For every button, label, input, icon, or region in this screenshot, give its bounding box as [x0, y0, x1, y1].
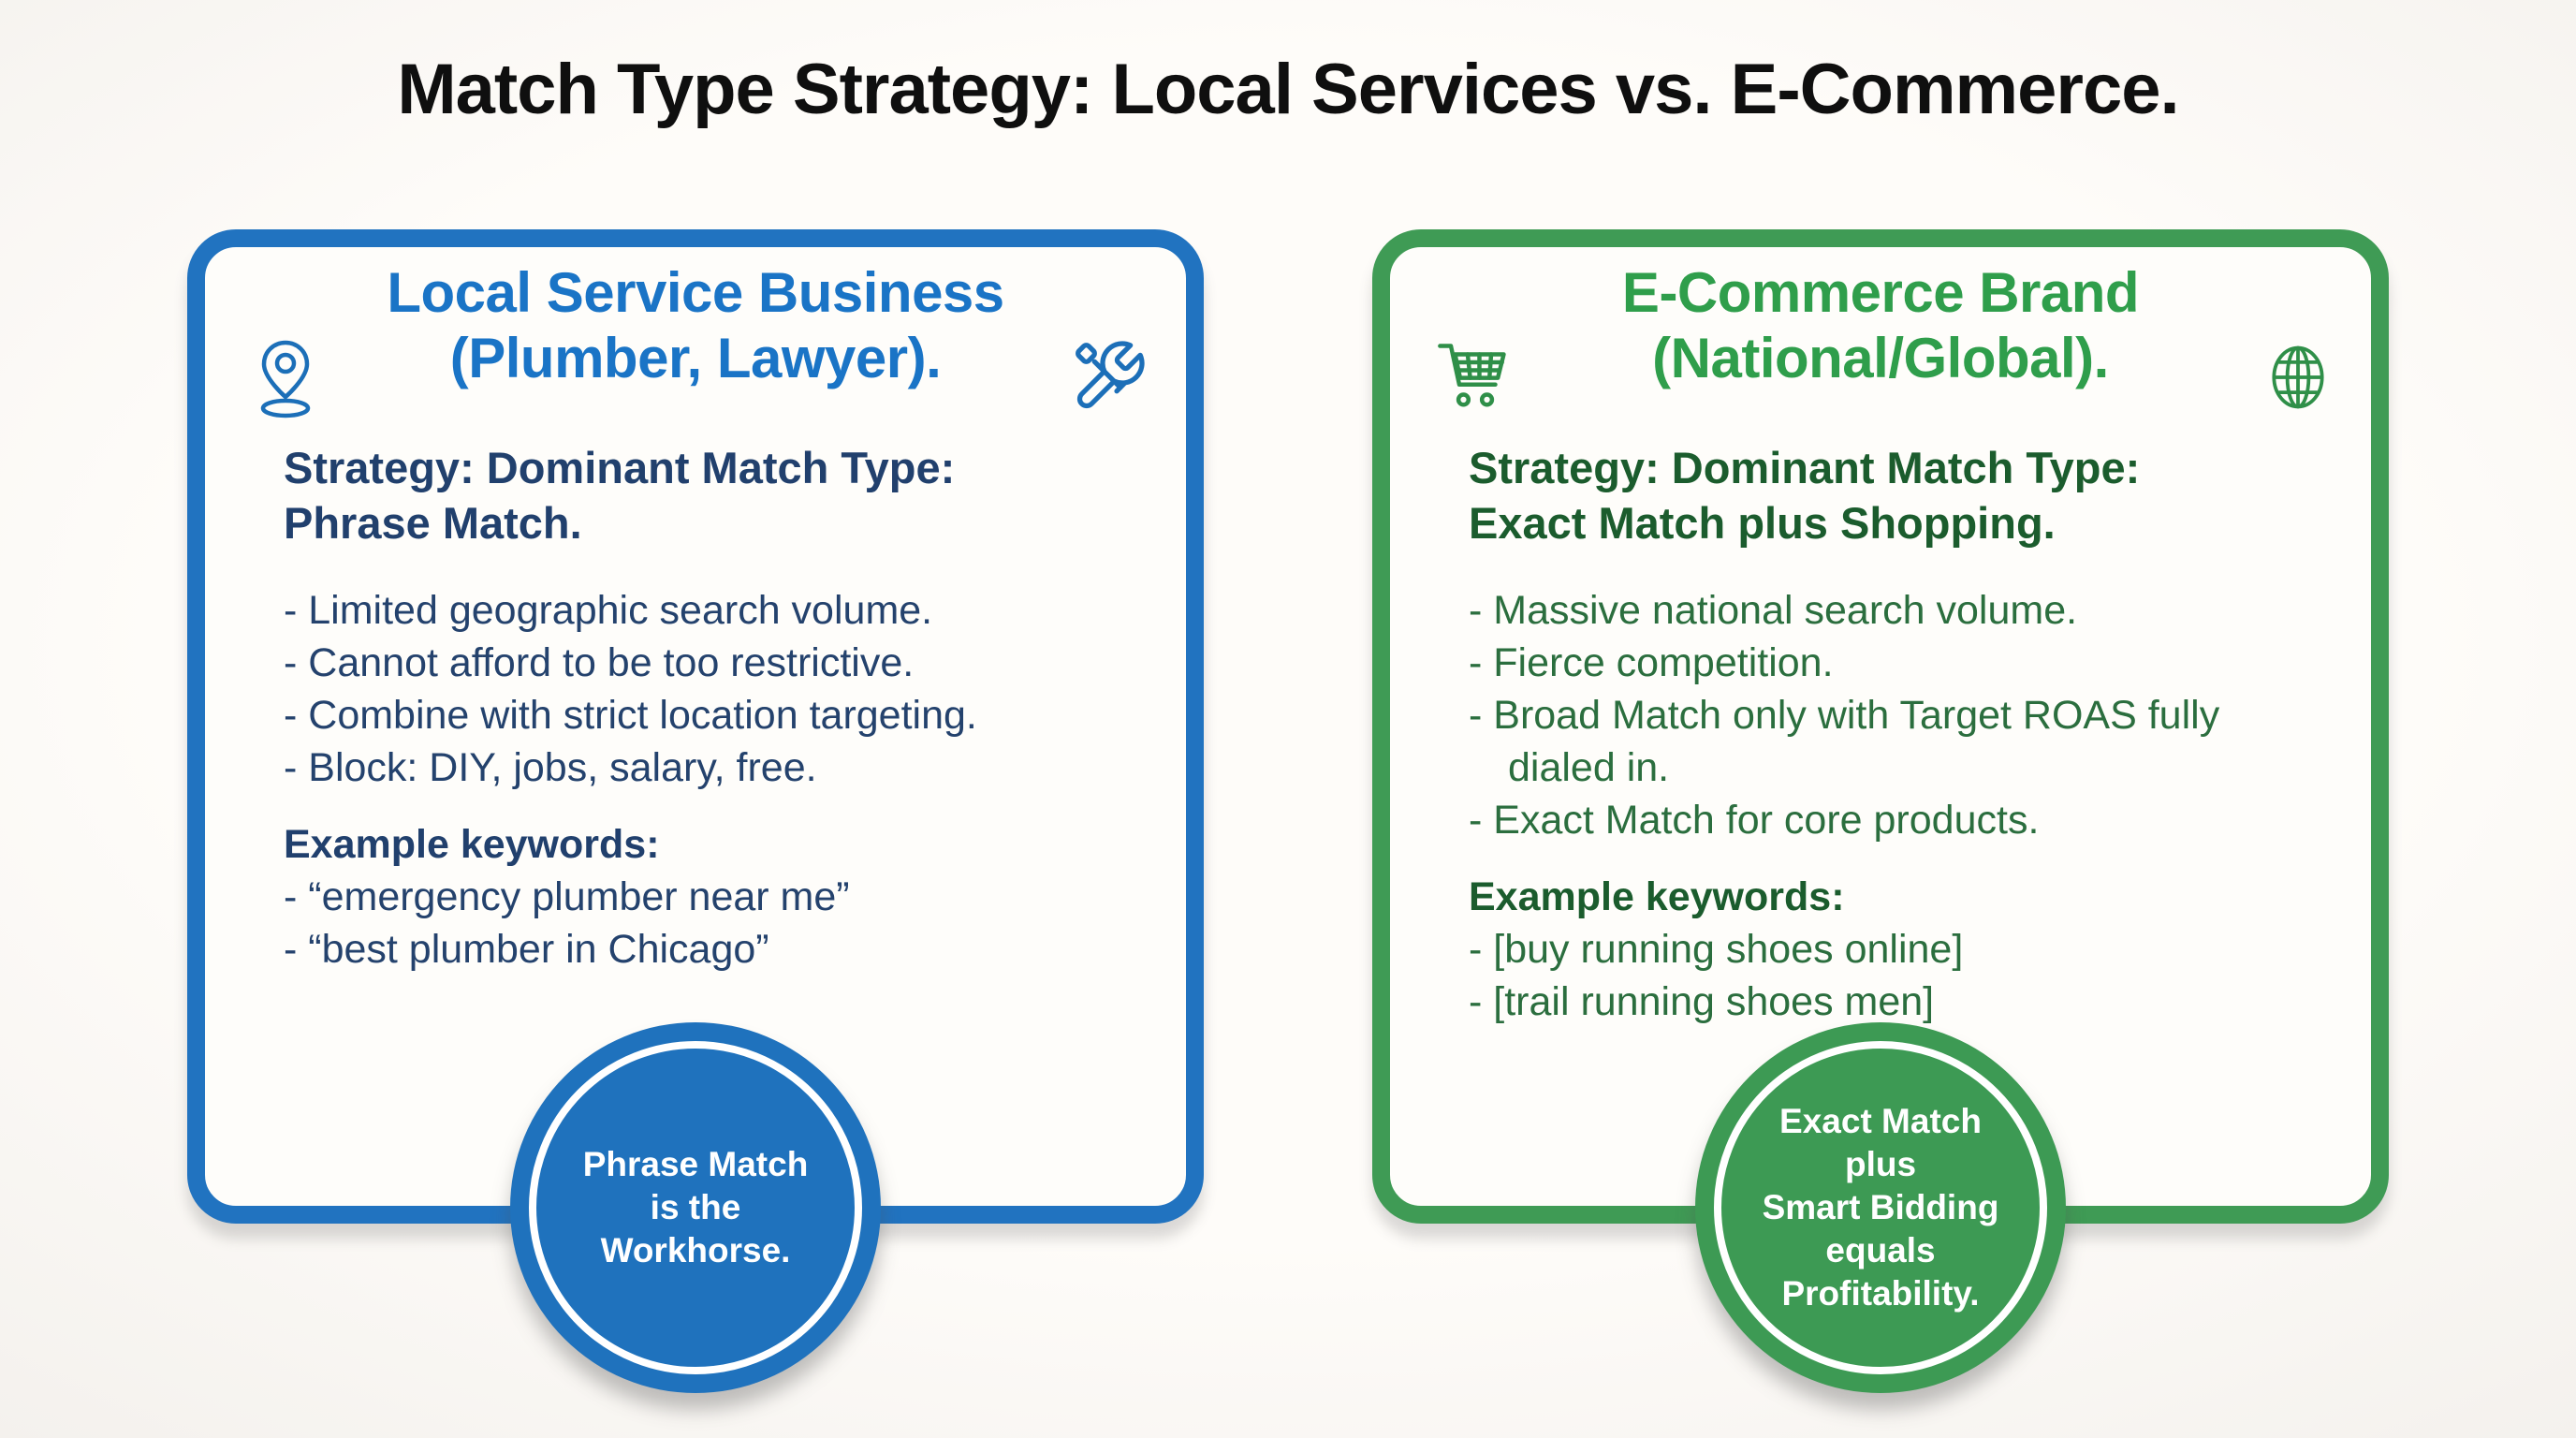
card-local-strategy-line2: Phrase Match.: [284, 498, 582, 548]
card-ecommerce-strategy-line1: Strategy: Dominant Match Type:: [1469, 443, 2141, 492]
badge-line: plus: [1844, 1145, 1917, 1183]
card-ecommerce-strategy-line2: Exact Match plus Shopping.: [1469, 498, 2056, 548]
badge-line: Smart Bidding: [1762, 1188, 1999, 1226]
location-pin-icon: [250, 337, 321, 419]
badge-phrase-match: Phrase Match is the Workhorse.: [510, 1022, 881, 1393]
card-local-title-line1: Local Service Business: [387, 261, 1004, 324]
card-ecommerce-title-line2: (National/Global).: [1652, 327, 2109, 389]
bullet-item: - Cannot afford to be too restrictive.: [284, 640, 915, 685]
bullet-item: - Broad Match only with Target ROAS full…: [1469, 693, 2220, 790]
page-title: Match Type Strategy: Local Services vs. …: [397, 50, 2179, 129]
card-local-strategy-line1: Strategy: Dominant Match Type:: [284, 443, 956, 492]
bullet-item: - Block: DIY, jobs, salary, free.: [284, 745, 817, 790]
badge-line: Workhorse.: [600, 1231, 791, 1269]
card-local-keywords: Example keywords: - “emergency plumber n…: [284, 818, 1107, 976]
card-ecommerce-keywords: Example keywords: - [buy running shoes o…: [1469, 871, 2292, 1028]
badge-phrase-match-text: Phrase Match is the Workhorse.: [583, 1143, 809, 1272]
crossed-tools-icon: [1070, 337, 1149, 416]
bullet-item: - Combine with strict location targeting…: [284, 693, 977, 738]
badge-line: Profitability.: [1781, 1274, 1980, 1313]
card-local-title-line2: (Plumber, Lawyer).: [449, 327, 942, 389]
shopping-cart-icon: [1435, 337, 1515, 412]
card-ecommerce-bullet-list: - Massive national search volume. - Fier…: [1469, 584, 2292, 846]
keyword-item: - “emergency plumber near me”: [284, 874, 850, 919]
keywords-heading: Example keywords:: [284, 822, 660, 867]
badge-exact-match-text: Exact Match plus Smart Bidding equals Pr…: [1763, 1100, 1999, 1315]
keyword-item: - [buy running shoes online]: [1469, 927, 1964, 972]
keyword-item: - [trail running shoes men]: [1469, 979, 1935, 1024]
keyword-item: - “best plumber in Chicago”: [284, 927, 769, 972]
card-local-strategy: Strategy: Dominant Match Type: Phrase Ma…: [284, 440, 1107, 550]
card-ecommerce-strategy: Strategy: Dominant Match Type: Exact Mat…: [1469, 440, 2292, 550]
keywords-heading: Example keywords:: [1469, 874, 1845, 919]
card-ecommerce-title: E-Commerce Brand (National/Global).: [1469, 260, 2292, 391]
bullet-item: - Fierce competition.: [1469, 640, 1834, 685]
badge-exact-match: Exact Match plus Smart Bidding equals Pr…: [1695, 1022, 2066, 1393]
badge-line: equals: [1825, 1231, 1936, 1269]
card-ecommerce-title-line1: E-Commerce Brand: [1621, 261, 2140, 324]
card-ecommerce-brand: E-Commerce Brand (National/Global). Stra…: [1372, 229, 2389, 1393]
bullet-item: - Limited geographic search volume.: [284, 588, 933, 633]
card-local-bullet-list: - Limited geographic search volume. - Ca…: [284, 584, 1107, 794]
badge-line: Exact Match: [1779, 1102, 1982, 1140]
globe-icon: [2262, 337, 2334, 418]
card-local-service: Local Service Business (Plumber, Lawyer)…: [187, 229, 1204, 1393]
bullet-item: - Massive national search volume.: [1469, 588, 2078, 633]
bullet-item: - Exact Match for core products.: [1469, 798, 2040, 843]
card-local-title: Local Service Business (Plumber, Lawyer)…: [284, 260, 1107, 391]
badge-line: Phrase Match: [582, 1145, 809, 1183]
badge-line: is the: [650, 1188, 741, 1226]
